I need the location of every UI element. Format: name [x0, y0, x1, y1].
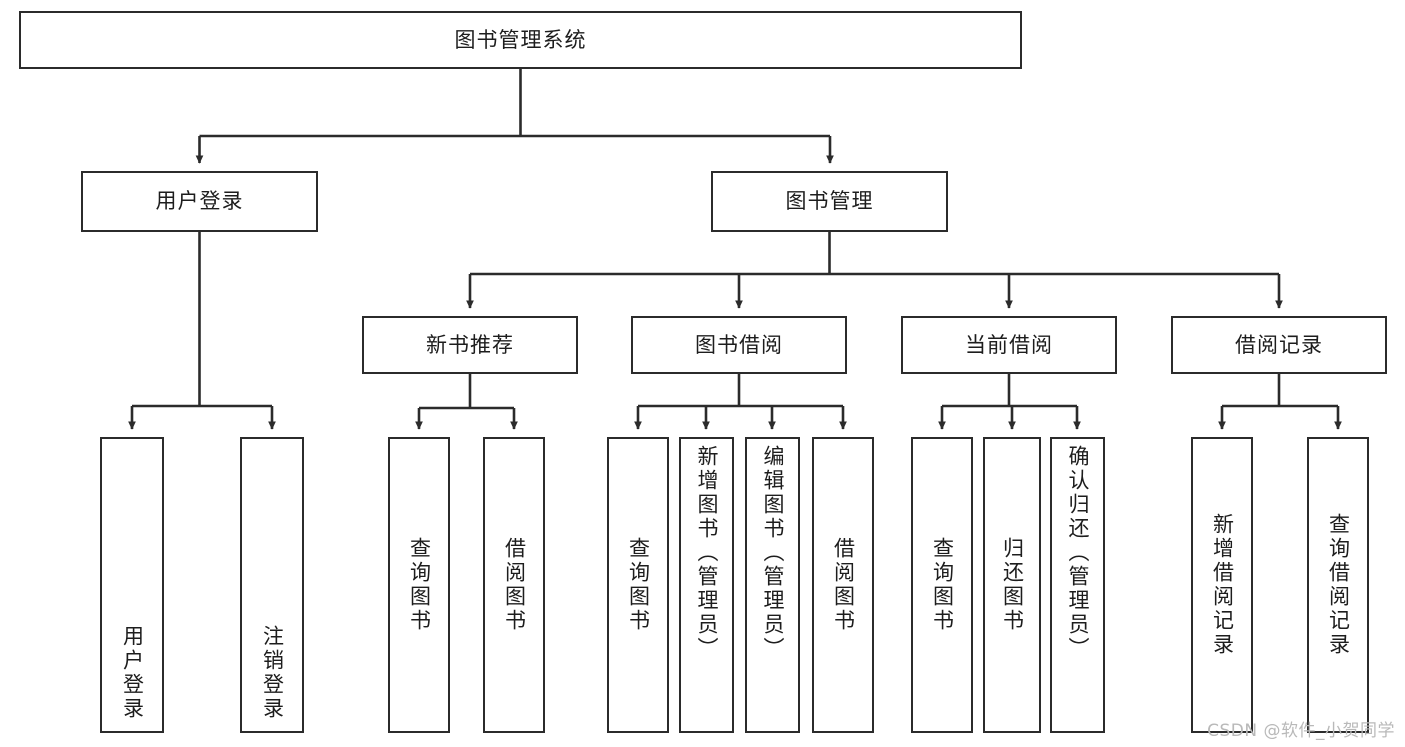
node-label: 新书推荐	[426, 332, 514, 357]
node-label: 注销登录	[260, 625, 285, 721]
node-label: 图书管理系统	[454, 27, 587, 52]
node-user-login[interactable]: 用户登录	[81, 171, 318, 232]
node-label: 确认归还（管理员）	[1066, 445, 1090, 661]
node-leaf-user-login[interactable]: 用户登录	[100, 437, 164, 733]
node-label: 新增借阅记录	[1210, 513, 1235, 657]
node-label: 用户登录	[120, 625, 145, 721]
node-leaf-query-borrow-record[interactable]: 查询借阅记录	[1307, 437, 1369, 733]
node-leaf-query-book-1[interactable]: 查询图书	[388, 437, 450, 733]
node-label: 图书借阅	[695, 332, 783, 357]
node-leaf-query-book-2[interactable]: 查询图书	[607, 437, 669, 733]
node-label: 新增图书（管理员）	[695, 445, 719, 661]
node-label: 查询图书	[407, 537, 432, 633]
node-label: 编辑图书（管理员）	[761, 445, 785, 661]
node-label: 查询图书	[626, 537, 651, 633]
node-leaf-add-borrow-record[interactable]: 新增借阅记录	[1191, 437, 1253, 733]
node-leaf-confirm-return-admin[interactable]: 确认归还（管理员）	[1050, 437, 1105, 733]
node-label: 查询图书	[930, 537, 955, 633]
node-leaf-edit-book-admin[interactable]: 编辑图书（管理员）	[745, 437, 800, 733]
node-book-manage[interactable]: 图书管理	[711, 171, 948, 232]
node-label: 图书管理	[785, 189, 874, 214]
node-root-system[interactable]: 图书管理系统	[19, 11, 1022, 69]
node-leaf-borrow-book-2[interactable]: 借阅图书	[812, 437, 874, 733]
node-leaf-logout[interactable]: 注销登录	[240, 437, 304, 733]
watermark-text: CSDN @软件_小贺同学	[1207, 721, 1395, 741]
node-label: 用户登录	[155, 189, 244, 214]
node-label: 借阅图书	[502, 537, 527, 633]
node-leaf-borrow-book-1[interactable]: 借阅图书	[483, 437, 545, 733]
node-leaf-query-book-3[interactable]: 查询图书	[911, 437, 973, 733]
node-book-borrow[interactable]: 图书借阅	[631, 316, 847, 374]
node-new-book-recommend[interactable]: 新书推荐	[362, 316, 578, 374]
node-label: 查询借阅记录	[1326, 513, 1351, 657]
node-label: 当前借阅	[965, 332, 1053, 357]
node-leaf-return-book[interactable]: 归还图书	[983, 437, 1041, 733]
node-label: 归还图书	[1000, 537, 1025, 633]
node-current-borrow[interactable]: 当前借阅	[901, 316, 1117, 374]
node-borrow-record[interactable]: 借阅记录	[1171, 316, 1387, 374]
node-leaf-add-book-admin[interactable]: 新增图书（管理员）	[679, 437, 734, 733]
node-label: 借阅图书	[831, 537, 856, 633]
node-label: 借阅记录	[1235, 332, 1323, 357]
